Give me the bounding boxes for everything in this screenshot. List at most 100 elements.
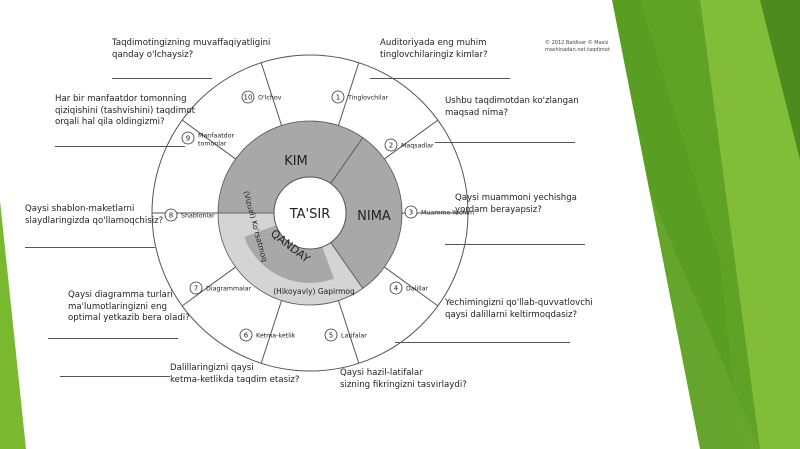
segment-number: 3: [409, 209, 413, 217]
zone-label-kim: KIM: [284, 154, 308, 169]
segment-10: 10 O'lchov: [241, 90, 282, 104]
zone-label-nima: NIMA: [357, 209, 391, 224]
answer-line[interactable]: [370, 78, 510, 79]
center-label-tasir: TA'SIR: [289, 207, 331, 222]
segment-label: Diagrammalar: [206, 286, 252, 293]
question-line: Ushbu taqdimotdan ko'zlangan: [445, 96, 579, 106]
segment-label: Muamme-Yechim: [421, 210, 474, 217]
segment-number-badge: [189, 281, 203, 295]
segment-8: 8 Shablonlar: [164, 208, 215, 222]
segment-2: 2 Maqsadlar: [384, 138, 434, 152]
segment-divider: [384, 119, 439, 160]
segment-number-badge: [239, 328, 253, 342]
segment-number-badge: [324, 328, 338, 342]
segment-7: 7 Diagrammalar: [189, 281, 252, 295]
question-line: Har bir manfaatdor tomonning: [55, 94, 187, 104]
segment-5: 5 Latifalar: [324, 328, 367, 342]
segment-label: Ketma-ketlik: [256, 333, 296, 340]
question-line: tinglovchilaringiz kimlar?: [380, 49, 488, 60]
question-line: Taqdimotingizning muvaffaqiyatligini: [112, 38, 271, 48]
segment-number: 2: [389, 142, 393, 150]
segment-divider: [260, 62, 283, 126]
question-line: qaysi dalillarni keltirmoqdasiz?: [445, 309, 578, 320]
question-line: maqsad nima?: [445, 107, 509, 118]
segment-label: Tinglovchilar: [347, 95, 389, 102]
zone-label-hikoyaviy: (Hikoyaviy) Gapirmoq: [273, 287, 355, 296]
segment-label: Latifalar: [341, 333, 367, 340]
segment-number: 7: [194, 285, 198, 293]
segment-divider: [181, 266, 236, 307]
segment-label: O'lchov: [258, 95, 282, 102]
answer-line[interactable]: [25, 247, 155, 248]
answer-line[interactable]: [112, 78, 212, 79]
copyright-line-1: © 2012 Baldisər © Masiz: [545, 40, 609, 46]
question-line: optimal yetkazib bera oladi?: [68, 313, 190, 324]
segment-number: 5: [329, 332, 333, 340]
question-line: yordam berayapsiz?: [455, 204, 542, 215]
answer-line[interactable]: [48, 338, 178, 339]
question-line: Dalillaringizni qaysi: [170, 363, 254, 373]
segment-divider: [337, 62, 360, 126]
green-band-left: [0, 200, 26, 449]
segment-number: 8: [169, 212, 173, 220]
zone-qanday-band: [244, 225, 334, 283]
segment-divider: [384, 266, 439, 307]
center-circle: [273, 176, 347, 250]
question-line: Qaysi hazil-latifalar: [340, 368, 423, 378]
segment-number-badge: [181, 131, 195, 145]
segment-1: 1 Tinglovchilar: [331, 90, 389, 104]
segment-6: 6 Ketma-ketlik: [239, 328, 296, 342]
segment-number: 9: [186, 135, 190, 143]
question-line: sizning fikringizni tasvirlaydi?: [340, 379, 467, 390]
question-line: Qaysi diagramma turlari: [68, 290, 173, 300]
segment-number-badge: [404, 205, 418, 219]
segment-divider: [260, 300, 283, 364]
question-line: Yechimingizni qo'llab-quvvatlovchi: [445, 298, 593, 308]
question-line: slaydlaringizda qo'llamoqchisiz?: [25, 215, 164, 226]
answer-line[interactable]: [60, 376, 170, 377]
copyright-line-2: mashinadan.net.taqdimot: [545, 47, 610, 54]
segment-number-badge: [164, 208, 178, 222]
question-line: Qaysi shablon-maketlarni: [25, 204, 135, 214]
segment-number: 1: [336, 94, 340, 102]
question-line: ketma-ketlikda taqdim etasiz?: [170, 374, 300, 385]
segment-number-badge: [241, 90, 255, 104]
segment-number-badge: [389, 281, 403, 295]
segment-number-badge: [331, 90, 345, 104]
answer-line[interactable]: [445, 244, 585, 245]
segment-number: 6: [244, 332, 249, 340]
question-line: qanday o'lchaysiz?: [112, 49, 194, 60]
copyright-note: © 2012 Baldisər © Masiz mashinadan.net.t…: [545, 40, 610, 55]
question-line: Auditoriyada eng muhim: [380, 38, 487, 48]
question-line: qiziqishini (tashvishini) taqdimot: [55, 105, 196, 116]
segment-label: Shablonlar: [181, 213, 215, 220]
segment-number: 10: [244, 94, 253, 102]
answer-line[interactable]: [435, 142, 575, 143]
segment-number: 4: [394, 285, 399, 293]
question-line: orqali hal qila oldingizmi?: [55, 117, 165, 128]
segment-3: 3 Muamme-Yechim: [404, 205, 474, 219]
answer-line[interactable]: [55, 146, 185, 147]
segment-4: 4 Dalillar: [389, 281, 429, 295]
answer-line[interactable]: [395, 342, 570, 343]
segment-divider: [181, 119, 236, 160]
green-band-right-front: [610, 0, 760, 449]
segment-label: Maqsadlar: [401, 143, 434, 150]
segment-label: Dalillar: [406, 286, 429, 293]
question-line: Qaysi muammoni yechishga: [455, 193, 577, 203]
segment-number-badge: [384, 138, 398, 152]
